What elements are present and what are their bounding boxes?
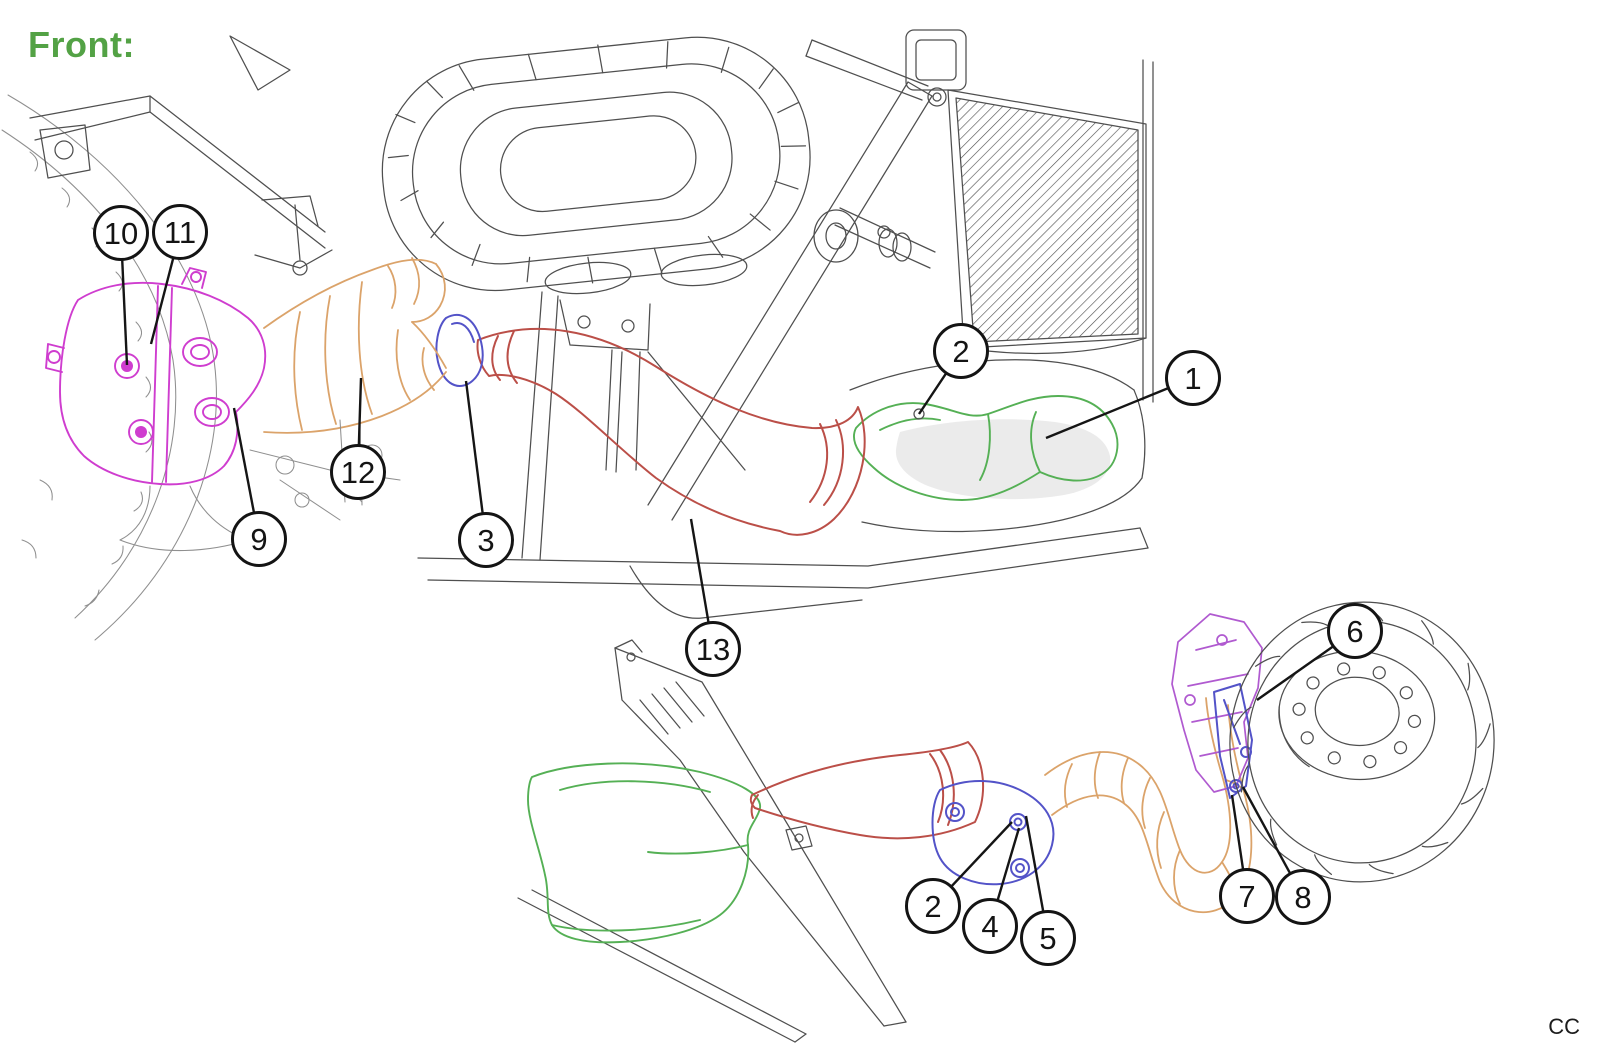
callout-11: 11 (152, 204, 208, 260)
disc-bolt-holes (1292, 662, 1422, 769)
front-label: Front: (28, 24, 135, 65)
brake-disc (1229, 601, 1495, 883)
callout-4: 4 (962, 898, 1018, 954)
callout-13: 13 (685, 621, 741, 677)
duct-green-top (853, 395, 1119, 501)
callout-10: 10 (93, 205, 149, 261)
callout-9: 9 (231, 511, 287, 567)
callout-5: 5 (1020, 910, 1076, 966)
sleeve-blue-top (435, 313, 484, 387)
bolt-2-target-top (913, 408, 925, 420)
suspension-arms (29, 35, 333, 276)
callout-2: 2 (905, 878, 961, 934)
airbox (381, 36, 811, 473)
callout-2: 2 (933, 323, 989, 379)
callout-12: 12 (330, 444, 386, 500)
pipe-red-top (476, 327, 866, 536)
heat-shield (517, 639, 907, 1043)
callout-1: 1 (1165, 350, 1221, 406)
duct-shroud (849, 359, 1146, 533)
duct-orange-top (263, 257, 447, 434)
chassis-frame (417, 29, 1154, 619)
callout-6: 6 (1327, 603, 1383, 659)
scoop-green-bottom (527, 762, 761, 944)
radiator-mesh (955, 97, 1139, 343)
callout-3: 3 (458, 512, 514, 568)
callout-7: 7 (1219, 868, 1275, 924)
watermark-cc: CC (1548, 1014, 1580, 1039)
bracket-magenta (45, 267, 267, 486)
callout-8: 8 (1275, 869, 1331, 925)
